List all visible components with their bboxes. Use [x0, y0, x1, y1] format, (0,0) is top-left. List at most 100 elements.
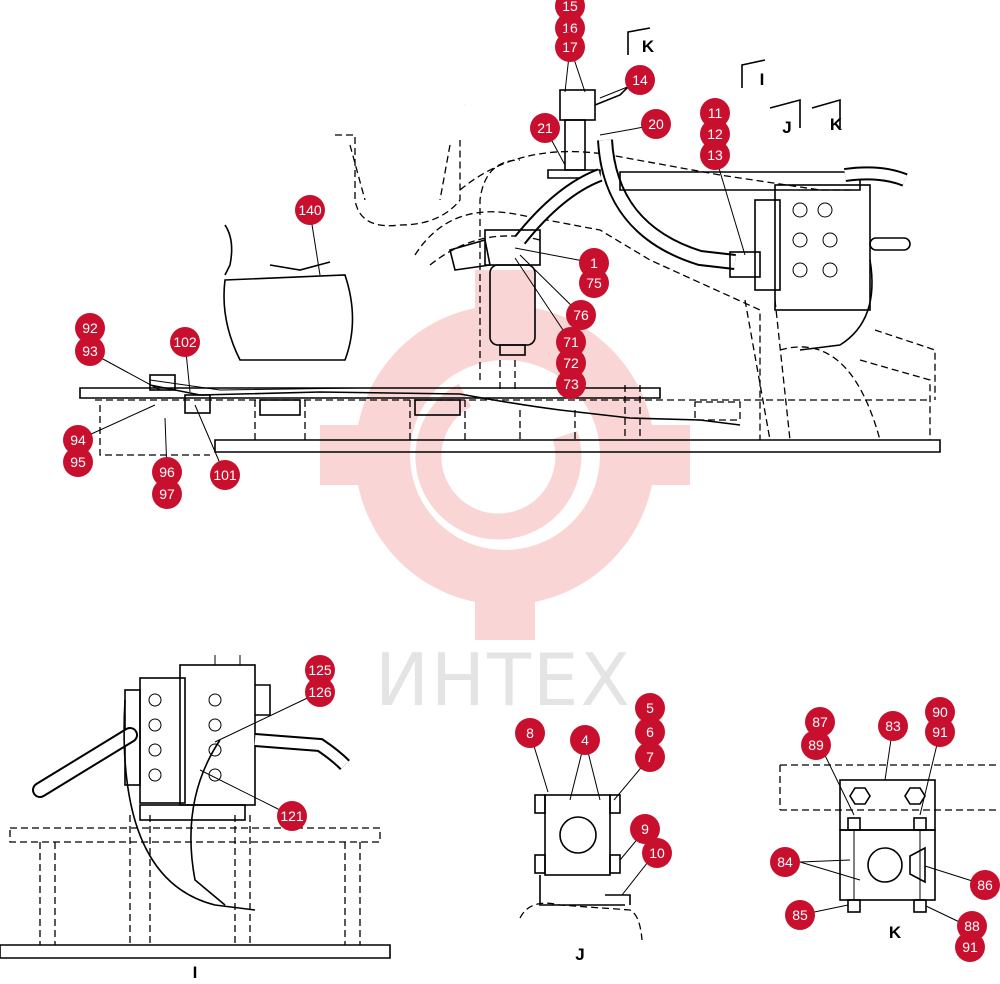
- callout-126[interactable]: 126: [305, 677, 335, 707]
- callout-4[interactable]: 4: [570, 725, 600, 755]
- section-flag-k-2: K: [830, 115, 843, 134]
- callout-14[interactable]: 14: [625, 65, 655, 95]
- svg-text:97: 97: [159, 486, 175, 502]
- view-k-label: K: [889, 923, 902, 942]
- gear-logo-icon: [320, 270, 690, 640]
- section-flag-j: J: [782, 118, 791, 137]
- callout-86[interactable]: 86: [970, 870, 1000, 900]
- svg-text:94: 94: [70, 432, 86, 448]
- callout-84[interactable]: 84: [770, 847, 800, 877]
- svg-text:13: 13: [707, 147, 723, 163]
- svg-text:101: 101: [213, 467, 237, 483]
- svg-text:121: 121: [280, 808, 304, 824]
- svg-text:71: 71: [563, 334, 579, 350]
- callout-89[interactable]: 89: [801, 730, 831, 760]
- callout-95[interactable]: 95: [63, 447, 93, 477]
- callout-6[interactable]: 6: [635, 717, 665, 747]
- callout-21[interactable]: 21: [530, 113, 560, 143]
- callout-97[interactable]: 97: [152, 479, 182, 509]
- callout-87[interactable]: 87: [805, 707, 835, 737]
- svg-text:83: 83: [885, 718, 901, 734]
- view-k-drawing: [779, 764, 1000, 913]
- svg-text:14: 14: [632, 72, 648, 88]
- callout-7[interactable]: 7: [635, 742, 665, 772]
- callouts-view-i: 125 126 121: [277, 655, 335, 831]
- svg-text:96: 96: [159, 464, 175, 480]
- callout-140[interactable]: 140: [295, 195, 325, 225]
- callout-73[interactable]: 73: [556, 369, 586, 399]
- callout-5[interactable]: 5: [635, 693, 665, 723]
- callout-83[interactable]: 83: [878, 711, 908, 741]
- callout-72[interactable]: 72: [556, 348, 586, 378]
- svg-text:11: 11: [708, 105, 723, 121]
- svg-text:20: 20: [648, 116, 664, 132]
- callout-96[interactable]: 96: [152, 457, 182, 487]
- callout-10[interactable]: 10: [642, 838, 672, 868]
- svg-text:102: 102: [173, 334, 197, 350]
- svg-text:91: 91: [932, 724, 948, 740]
- callout-102[interactable]: 102: [170, 327, 200, 357]
- svg-text:92: 92: [82, 320, 98, 336]
- svg-text:88: 88: [964, 918, 980, 934]
- watermark: ИНТЕХ: [320, 270, 690, 722]
- section-flag-k-1: K: [642, 37, 655, 56]
- svg-text:75: 75: [586, 275, 602, 291]
- svg-text:87: 87: [812, 714, 828, 730]
- callout-121[interactable]: 121: [277, 801, 307, 831]
- callout-93[interactable]: 93: [75, 336, 105, 366]
- svg-text:8: 8: [526, 725, 534, 741]
- svg-text:90: 90: [932, 704, 948, 720]
- callout-91-bottom[interactable]: 91: [955, 932, 985, 962]
- svg-text:140: 140: [298, 202, 322, 218]
- callout-11[interactable]: 11: [700, 98, 730, 128]
- callout-91-top[interactable]: 91: [925, 717, 955, 747]
- callout-71[interactable]: 71: [556, 327, 586, 357]
- svg-text:6: 6: [646, 724, 654, 740]
- svg-text:9: 9: [641, 821, 649, 837]
- callout-12[interactable]: 12: [700, 119, 730, 149]
- svg-text:86: 86: [977, 877, 993, 893]
- svg-text:76: 76: [573, 307, 589, 323]
- callout-20[interactable]: 20: [641, 109, 671, 139]
- svg-text:10: 10: [649, 845, 665, 861]
- svg-text:4: 4: [581, 732, 589, 748]
- svg-text:72: 72: [563, 355, 579, 371]
- svg-text:126: 126: [308, 684, 332, 700]
- callouts-top: 15 16 17 14 21 20 11 12 13 140 1 75 76 7…: [63, 0, 730, 509]
- svg-text:91: 91: [962, 939, 978, 955]
- view-j-drawing: [519, 794, 643, 941]
- section-flag-i: I: [760, 70, 765, 89]
- callout-92[interactable]: 92: [75, 313, 105, 343]
- svg-text:17: 17: [562, 39, 578, 55]
- svg-text:84: 84: [777, 854, 793, 870]
- view-i-drawing: [0, 655, 391, 959]
- leader-lines-view-k: [799, 725, 986, 929]
- callouts-view-j: 8 4 5 6 7 9 10: [515, 693, 672, 868]
- svg-text:95: 95: [70, 454, 86, 470]
- callout-85[interactable]: 85: [785, 900, 815, 930]
- callout-8[interactable]: 8: [515, 718, 545, 748]
- callout-76[interactable]: 76: [566, 300, 596, 330]
- view-j-label: J: [575, 945, 584, 964]
- callout-125[interactable]: 125: [305, 655, 335, 685]
- main-assembly-drawing: [79, 84, 941, 456]
- svg-text:1: 1: [590, 255, 598, 271]
- callout-101[interactable]: 101: [210, 460, 240, 490]
- svg-text:21: 21: [537, 120, 553, 136]
- view-i-label: I: [193, 963, 198, 982]
- callout-75[interactable]: 75: [579, 268, 609, 298]
- callout-94[interactable]: 94: [63, 425, 93, 455]
- callout-13[interactable]: 13: [700, 140, 730, 170]
- leader-lines-view-i: [199, 691, 321, 817]
- svg-text:85: 85: [792, 907, 808, 923]
- callout-17[interactable]: 17: [555, 32, 585, 62]
- svg-text:15: 15: [562, 0, 578, 14]
- svg-text:89: 89: [808, 737, 824, 753]
- svg-text:93: 93: [82, 343, 98, 359]
- svg-text:5: 5: [646, 700, 654, 716]
- watermark-text: ИНТЕХ: [375, 638, 632, 722]
- callouts-view-k: 87 89 83 90 91 84 86 85 88 91: [770, 697, 1000, 962]
- svg-text:73: 73: [563, 376, 579, 392]
- callout-9[interactable]: 9: [630, 814, 660, 844]
